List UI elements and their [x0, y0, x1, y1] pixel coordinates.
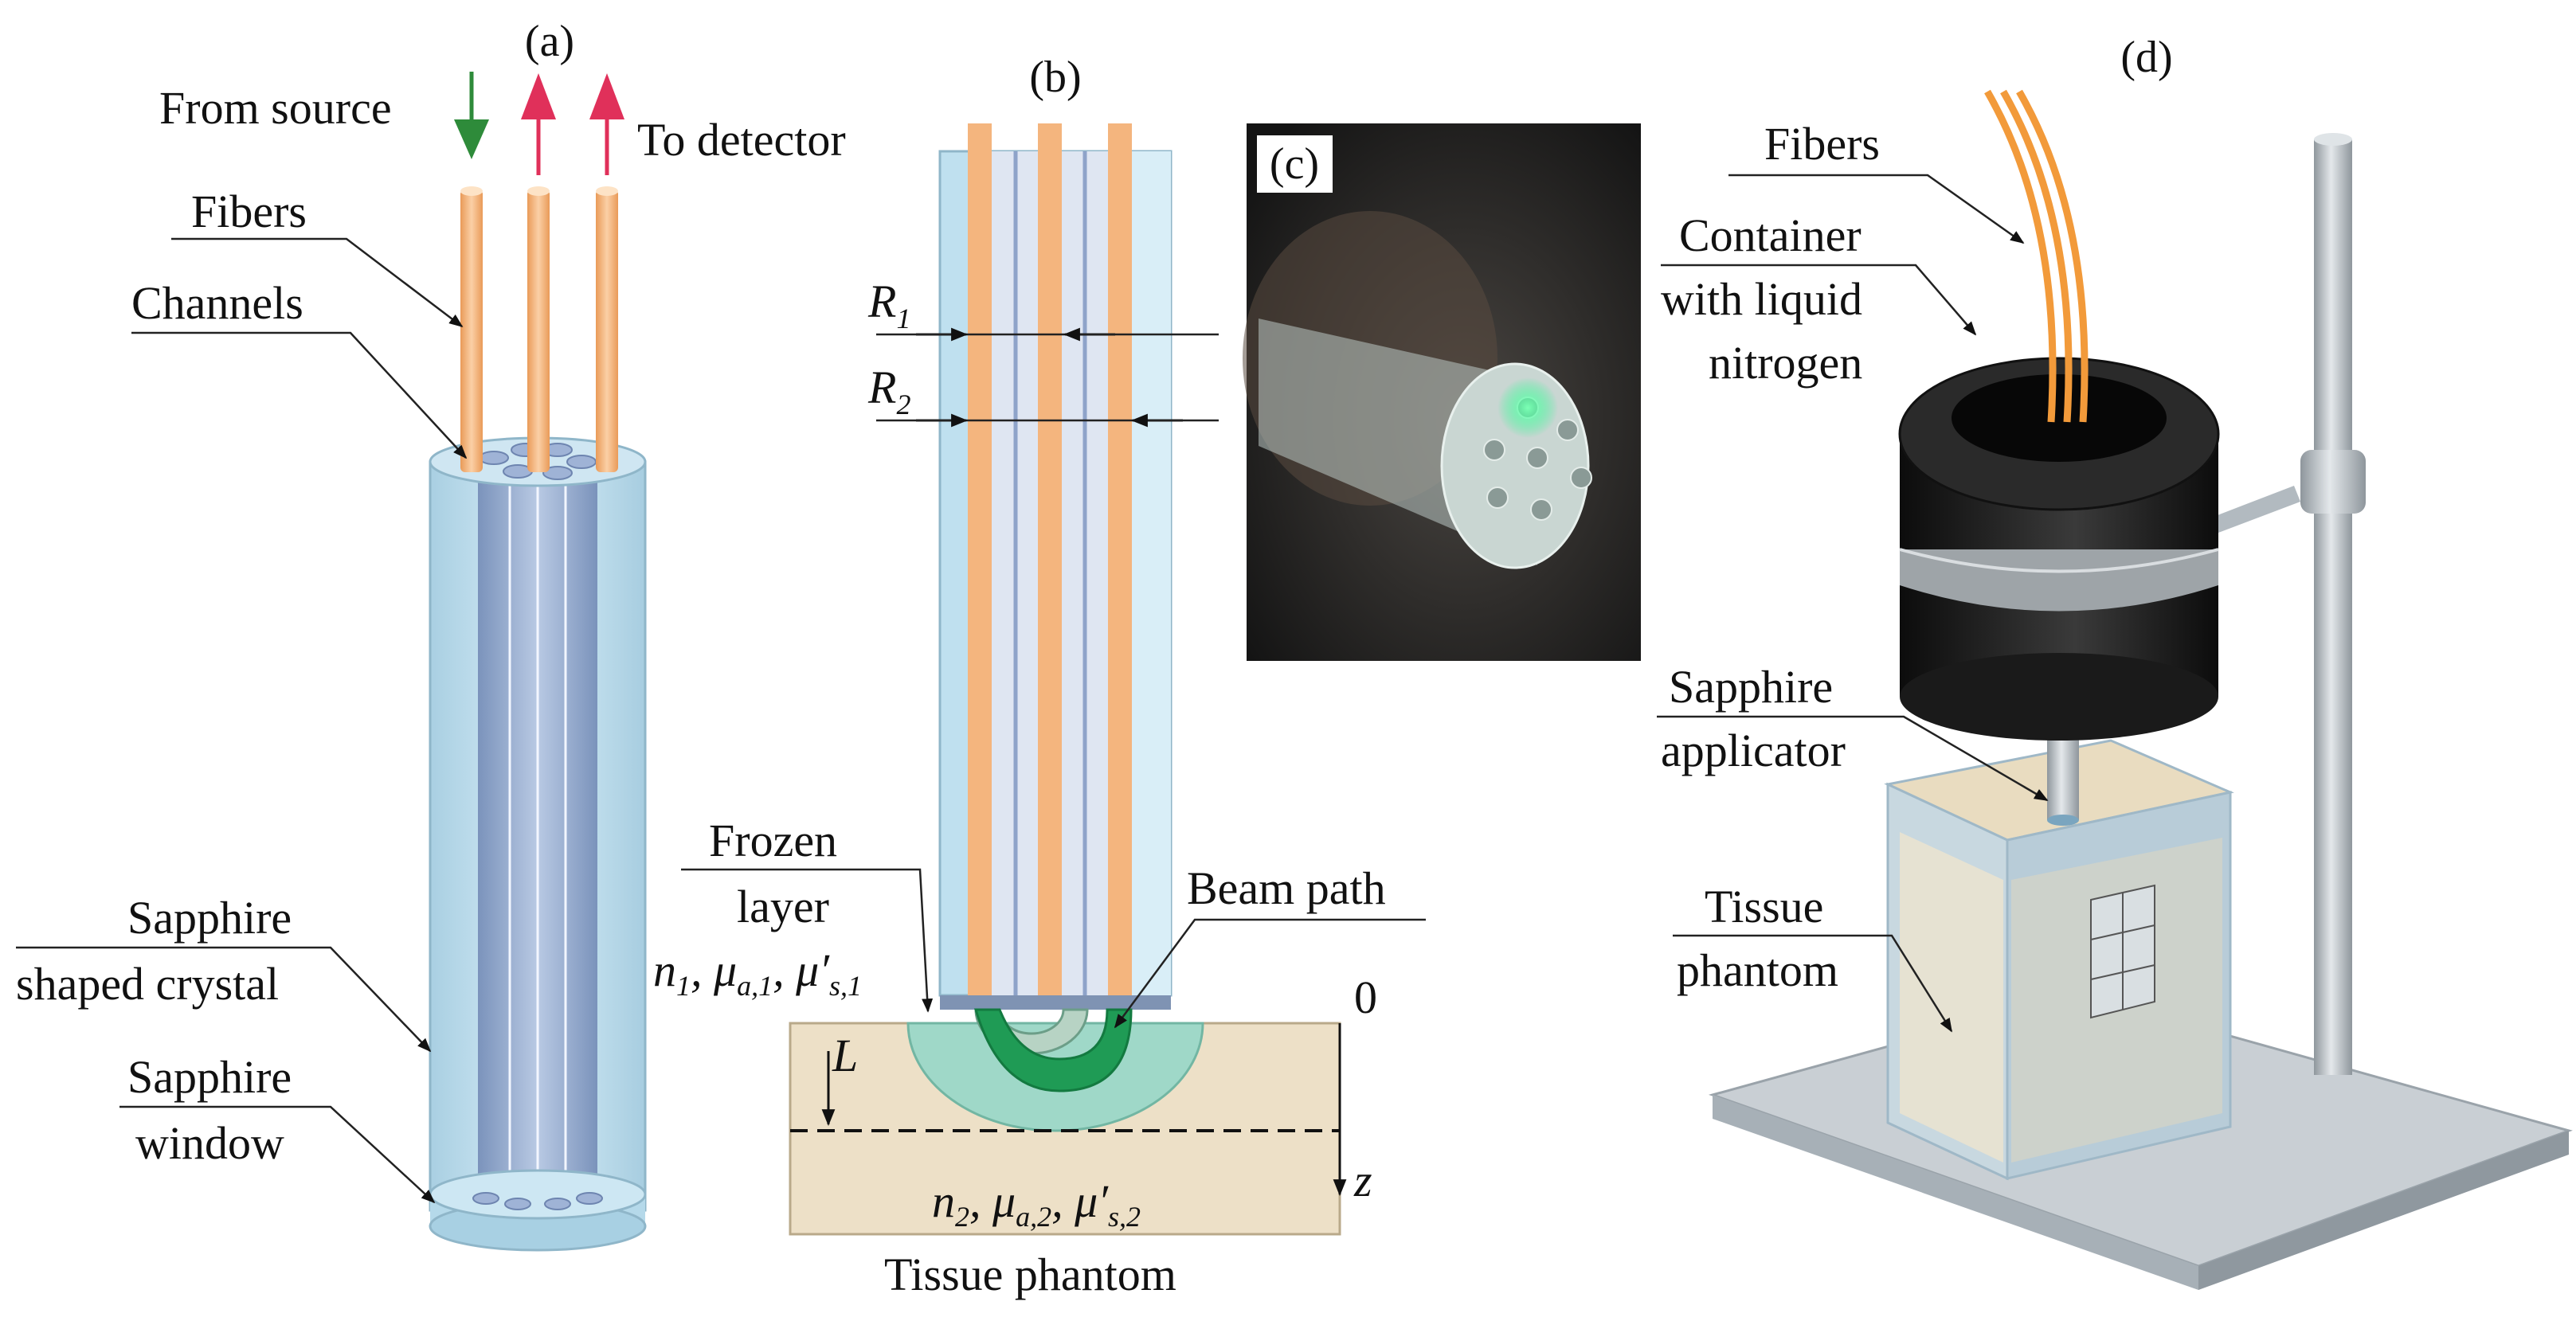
label-container-line2: with liquid	[1661, 273, 1862, 325]
label-applicator-line1: Sapphire	[1669, 661, 1833, 713]
panel-d: (d)	[1657, 33, 2573, 1290]
stand-clamp	[2300, 450, 2366, 514]
label-applicator-line2: applicator	[1661, 725, 1846, 776]
probe-fiber-2	[1038, 123, 1062, 995]
label-from-source: From source	[159, 82, 392, 134]
phantom-grid	[2090, 884, 2155, 1019]
label-depth: L	[832, 1030, 858, 1081]
panel-b: (b) R1 R2 L 0 z n2, μa,2, μ′s,2 Tissue	[653, 53, 1426, 1300]
label-container-line3: nitrogen	[1709, 337, 1862, 389]
fiber-detector-2	[596, 190, 618, 472]
panel-b-tag: (b)	[1029, 53, 1081, 102]
label-container-line1: Container	[1679, 209, 1862, 261]
fiber-detector-1	[527, 190, 550, 472]
beam-path	[973, 1008, 1133, 1092]
label-frozen-line1: Frozen	[709, 815, 837, 866]
label-r1: R1	[867, 276, 910, 334]
label-zero: 0	[1354, 971, 1377, 1023]
label-fibers: Fibers	[191, 186, 307, 237]
label-tissue-phantom-b: Tissue phantom	[884, 1249, 1176, 1300]
fiber-bundle	[1984, 89, 2089, 423]
probe-fiber-3	[1108, 123, 1132, 995]
probe-fiber-1	[968, 123, 992, 995]
label-r2: R2	[867, 362, 910, 420]
label-window-line2: window	[135, 1117, 284, 1169]
label-window-line1: Sapphire	[127, 1051, 292, 1103]
panel-a-tag: (a)	[525, 17, 574, 66]
label-phantom-line1: Tissue	[1705, 881, 1823, 932]
panel-d-tag: (d)	[2120, 33, 2172, 82]
probe-window	[940, 995, 1171, 1010]
label-beam-path: Beam path	[1187, 862, 1386, 914]
photo-green-light	[1497, 377, 1558, 438]
stand-rod	[2314, 139, 2352, 1075]
panel-c-tag: (c)	[1270, 139, 1319, 189]
panel-c-tag-box	[1257, 135, 1333, 193]
panel-a: (a)	[16, 17, 846, 1252]
label-z: z	[1353, 1155, 1372, 1206]
label-frozen-params: n1, μa,1, μ′s,1	[653, 944, 862, 1002]
label-frozen-line2: layer	[737, 881, 829, 932]
label-channels: Channels	[131, 277, 303, 329]
panel-c: (c)	[1243, 123, 1641, 661]
label-crystal-line2: shaped crystal	[16, 958, 279, 1010]
label-fibers-d: Fibers	[1764, 118, 1880, 170]
label-to-detector: To detector	[637, 114, 846, 166]
label-phantom-params: n2, μa,2, μ′s,2	[932, 1175, 1141, 1233]
label-crystal-line1: Sapphire	[127, 892, 292, 944]
label-phantom-line2: phantom	[1677, 944, 1838, 996]
fiber-source	[460, 190, 483, 472]
